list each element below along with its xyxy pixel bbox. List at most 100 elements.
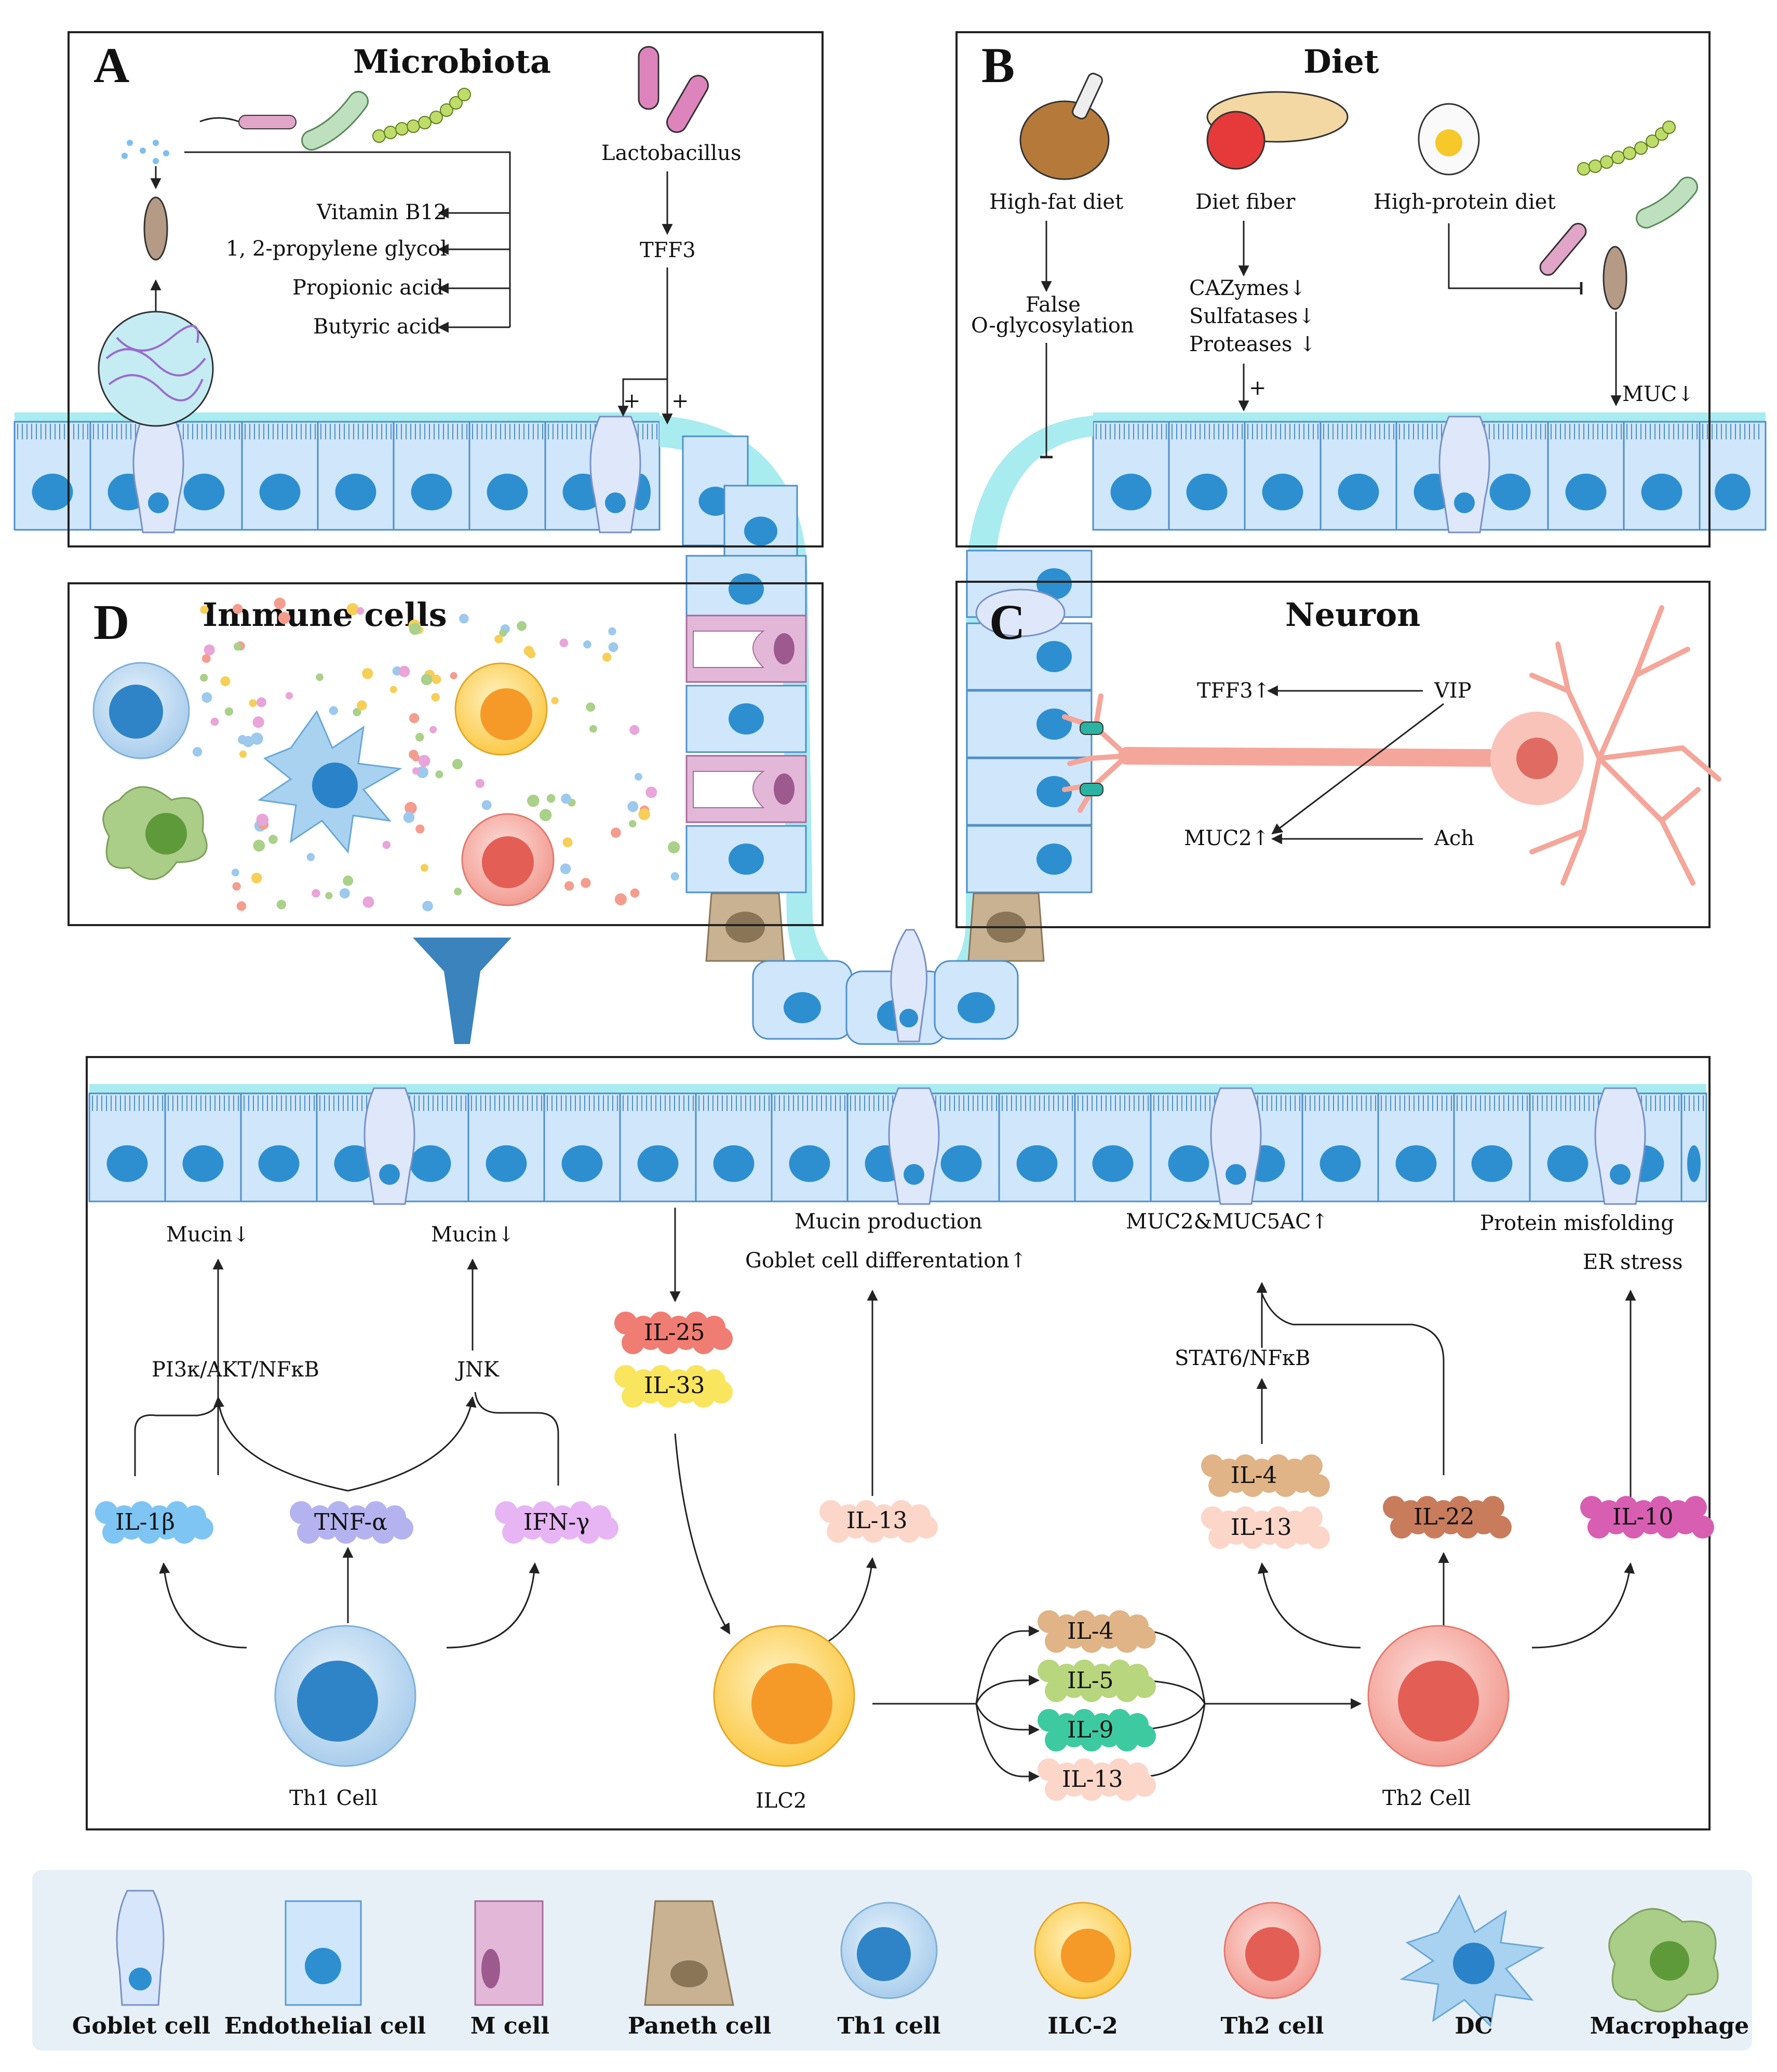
label-tff3-a: TFF3 (640, 238, 696, 262)
epithelial-cell (1453, 1092, 1531, 1202)
legend-m-cell-icon (474, 1900, 544, 2006)
cytokine-dot (412, 767, 420, 775)
cytokine-dot (421, 674, 433, 686)
cytokine-dot (362, 668, 373, 679)
legend-label: DC (1455, 2013, 1492, 2039)
label-mucin-production: Mucin production (795, 1210, 982, 1234)
cytokine-dot (559, 638, 569, 648)
epithelial-cell (1547, 421, 1625, 531)
label-o-glycosylation: O-glycosylation (971, 314, 1134, 338)
paneth-cell (705, 892, 785, 962)
panel-b-title: Diet (1303, 43, 1379, 81)
synapse-icon (1080, 721, 1103, 735)
cytokine-dot (432, 674, 441, 684)
plus-sign: + (671, 389, 689, 413)
bacterium-icon (238, 115, 297, 129)
cytokine-dot (562, 837, 573, 848)
drumstick-icon (1019, 73, 1110, 180)
cytokine-dot (398, 665, 410, 677)
label-muc-down: MUC↓ (1622, 382, 1694, 406)
goblet-cell (364, 1087, 415, 1205)
cytokine-dot (306, 853, 315, 861)
label-muc2-muc5ac: MUC2&MUC5AC↑ (1126, 1210, 1328, 1234)
cytokine-dot (475, 779, 484, 788)
label-proteases: Proteases ↓ (1189, 332, 1316, 356)
cytokine-dot (256, 697, 267, 707)
epithelial-cell (1074, 1092, 1152, 1202)
legend-label: Goblet cell (72, 2013, 210, 2039)
cytokine-cluster (1038, 1758, 1156, 1801)
legend-label: M cell (470, 2013, 549, 2039)
label-th1-cell: Th1 Cell (289, 1786, 378, 1810)
label-tff3-c: TFF3↑ (1197, 679, 1270, 703)
pathway-panel: Mucin↓ Mucin↓ PI3κ/AKT/NFκB JNK Mucin pr… (86, 1056, 1714, 1830)
epithelial-cell (685, 555, 807, 623)
panel-c-title: Neuron (1285, 596, 1420, 634)
epithelial-cell (966, 690, 1093, 758)
cytokine-dot (431, 693, 440, 702)
epithelial-cell (467, 1092, 545, 1202)
cytokine-dot (420, 864, 428, 872)
cytokine-il4: IL-4 (1231, 1462, 1277, 1489)
cytokine-cluster (819, 1500, 938, 1543)
legend-dc-icon (1399, 1894, 1545, 2028)
panel-a: A Microbiota Vitamin B12 1, 2-propylene … (68, 31, 824, 547)
cytokine-dot (356, 607, 365, 615)
cytokine-dot (249, 699, 257, 707)
cytokine-dot (409, 623, 421, 635)
label-diet-fiber: Diet fiber (1195, 190, 1296, 214)
epithelial-cell (241, 421, 319, 531)
cytokine-dot (220, 676, 231, 686)
panel-c-letter: C (989, 594, 1025, 650)
cytokine-dot (200, 674, 208, 682)
epithelial-cell (1395, 421, 1473, 531)
goblet-cell (132, 416, 184, 533)
cytokine-dot (494, 635, 503, 644)
legend-label: ILC-2 (1047, 2013, 1118, 2039)
label-false: False (1026, 293, 1081, 317)
goblet-cell (1594, 1087, 1646, 1205)
cytokine-dot (268, 835, 278, 844)
legend-ilc2-icon (1034, 1902, 1132, 1999)
cytokine-dot (231, 868, 239, 877)
label-butyric: Butyric acid (313, 315, 441, 339)
cytokine-dot (251, 873, 262, 884)
cytokine-dot (415, 732, 424, 742)
cytokine-dot (382, 840, 391, 849)
label-jnk: JNK (455, 1358, 500, 1382)
cytokine-dot (233, 604, 243, 614)
cytokine-dot (614, 893, 627, 905)
cytokine-dot (630, 888, 640, 898)
epithelial-cell (543, 1092, 621, 1202)
epithelial-cell (1680, 1092, 1707, 1202)
goblet-cell (589, 416, 641, 533)
epithelial-cell (240, 1092, 318, 1202)
cytokine-dot (357, 700, 367, 711)
epithelium-bottom (88, 1084, 1707, 1205)
cytokine-dot (608, 642, 618, 652)
cytokine-cluster (1201, 1454, 1330, 1497)
goblet-cell (975, 589, 1066, 637)
epithelial-cell (1320, 421, 1397, 531)
legend-endothelial-icon (285, 1900, 362, 2006)
cytokine-il22: IL-22 (1413, 1504, 1474, 1530)
chain-bacterium-icon (1577, 121, 1676, 176)
cytokine-dot (527, 794, 540, 807)
cytokine-dot (527, 650, 536, 659)
cytokine-cluster (495, 1501, 618, 1544)
epithelial-cell (966, 757, 1093, 826)
th2-cell-icon (461, 813, 555, 906)
cytokine-clusters (95, 1312, 1714, 1801)
epithelial-cell (723, 485, 798, 557)
goblet-cell (1438, 416, 1490, 533)
epithelial-cell (1529, 1092, 1607, 1202)
epithelial-cell (1301, 1092, 1379, 1202)
cytokine-dot (312, 889, 320, 898)
cytokine-dot (353, 707, 361, 716)
legend-paneth-icon (644, 1900, 734, 2006)
cytokine-dot (452, 758, 463, 770)
th2-cell-icon (1367, 1625, 1510, 1767)
cytokine-il9: IL-9 (1067, 1717, 1113, 1743)
cytokine-dot (611, 827, 621, 838)
